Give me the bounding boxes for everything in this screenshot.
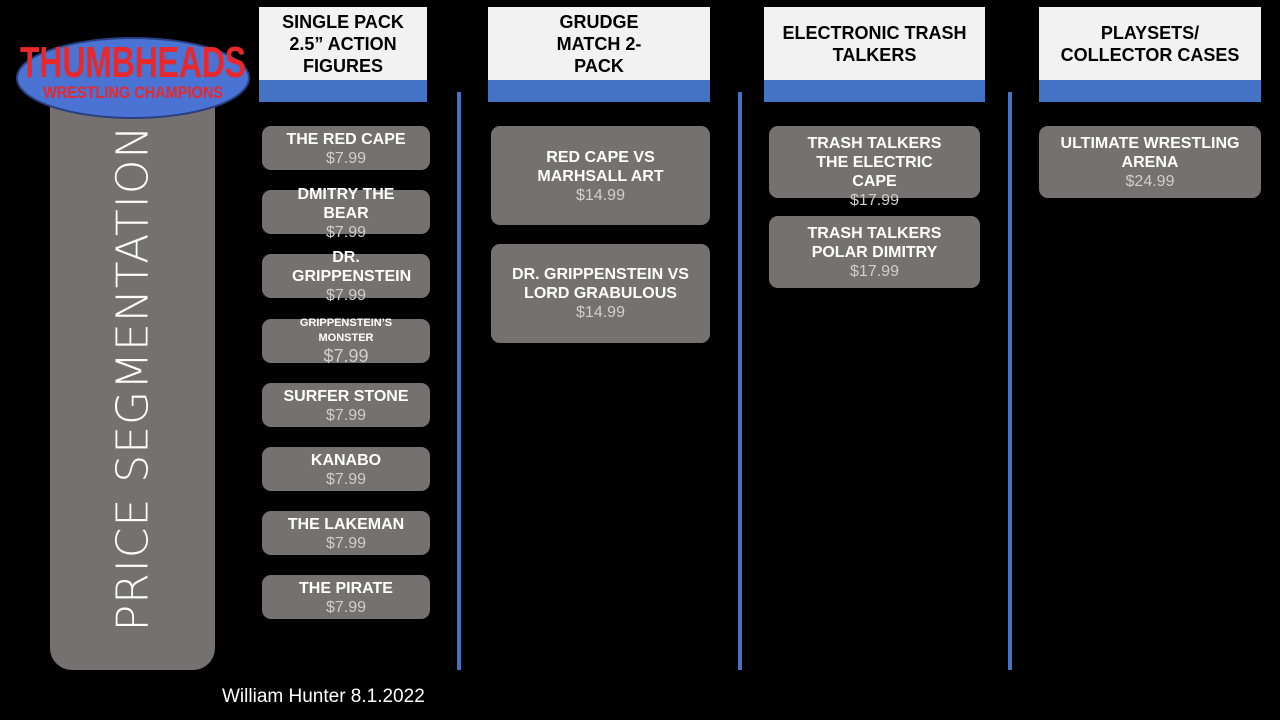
column-divider — [1008, 92, 1012, 670]
product-price: $17.99 — [850, 192, 899, 209]
column-divider — [457, 92, 461, 670]
svg-text:WRESTLING CHAMPIONS: WRESTLING CHAMPIONS — [43, 83, 223, 102]
product-card: SURFER STONE $7.99 — [262, 383, 430, 427]
product-price: $14.99 — [576, 187, 625, 204]
product-card: TRASH TALKERS POLAR DIMITRY $17.99 — [769, 216, 980, 288]
product-price: $14.99 — [576, 304, 625, 321]
product-name: DMITRY THE BEAR — [297, 186, 395, 222]
header-trash-talkers: ELECTRONIC TRASH TALKERS — [764, 7, 985, 102]
product-name: RED CAPE VS MARHSALL ART — [537, 149, 664, 185]
product-name: THE LAKEMAN — [287, 516, 405, 533]
product-price: $24.99 — [1125, 173, 1175, 190]
product-card: KANABO $7.99 — [262, 447, 430, 491]
product-name: TRASH TALKERS THE ELECTRIC CAPE — [807, 135, 942, 190]
product-card: THE LAKEMAN $7.99 — [262, 511, 430, 555]
header-label: SINGLE PACK 2.5” ACTION FIGURES — [259, 7, 427, 80]
product-name: THE RED CAPE — [286, 131, 406, 148]
header-grudge-match: GRUDGE MATCH 2-PACK — [488, 7, 710, 102]
product-card: DMITRY THE BEAR $7.99 — [262, 186, 430, 241]
product-card: GRIPPENSTEIN’S MONSTER$7.99 — [262, 317, 430, 366]
author-date: William Hunter 8.1.2022 — [222, 686, 425, 707]
product-price: $7.99 — [325, 471, 367, 488]
product-card: ULTIMATE WRESTLING ARENA $24.99 — [1039, 126, 1261, 198]
product-name: ULTIMATE WRESTLING ARENA — [1060, 135, 1240, 171]
product-price: $7.99 — [325, 599, 367, 616]
header-label: GRUDGE MATCH 2-PACK — [488, 7, 710, 80]
product-card: DR. GRIPPENSTEIN VS LORD GRABULOUS $14.99 — [491, 244, 710, 343]
product-card: TRASH TALKERS THE ELECTRIC CAPE $17.99 — [769, 126, 980, 209]
product-card: DR. GRIPPENSTEIN $7.99 — [262, 249, 430, 304]
column-divider — [738, 92, 742, 670]
header-label: PLAYSETS/ COLLECTOR CASES — [1039, 7, 1261, 80]
product-name: SURFER STONE — [283, 388, 409, 405]
product-name: DR. GRIPPENSTEIN — [292, 249, 412, 285]
header-label: ELECTRONIC TRASH TALKERS — [764, 7, 985, 80]
sidebar-title: PRICE SEGMENTATION — [107, 124, 159, 632]
product-price: $7.99 — [325, 535, 367, 552]
product-price: $7.99 — [325, 407, 367, 424]
product-name: DR. GRIPPENSTEIN VS LORD GRABULOUS — [512, 266, 689, 302]
product-name: TRASH TALKERS POLAR DIMITRY — [807, 225, 942, 261]
thumbheads-logo: THUMBHEADS WRESTLING CHAMPIONS — [14, 22, 252, 120]
product-card: THE RED CAPE $7.99 — [262, 126, 430, 170]
product-card: THE PIRATE $7.99 — [262, 575, 430, 619]
product-card: RED CAPE VS MARHSALL ART $14.99 — [491, 126, 710, 225]
product-price: $7.99 — [323, 346, 369, 366]
product-name: THE PIRATE — [299, 580, 393, 597]
product-price: $7.99 — [325, 224, 367, 241]
header-playsets: PLAYSETS/ COLLECTOR CASES — [1039, 7, 1261, 102]
svg-text:THUMBHEADS: THUMBHEADS — [20, 37, 246, 86]
sidebar-panel — [50, 100, 215, 670]
header-single-pack: SINGLE PACK 2.5” ACTION FIGURES — [259, 7, 427, 102]
product-price: $17.99 — [850, 263, 899, 280]
product-price: $7.99 — [325, 287, 367, 304]
product-name: GRIPPENSTEIN’S MONSTER — [299, 317, 393, 344]
product-name: KANABO — [310, 452, 382, 469]
product-price: $7.99 — [325, 150, 367, 167]
